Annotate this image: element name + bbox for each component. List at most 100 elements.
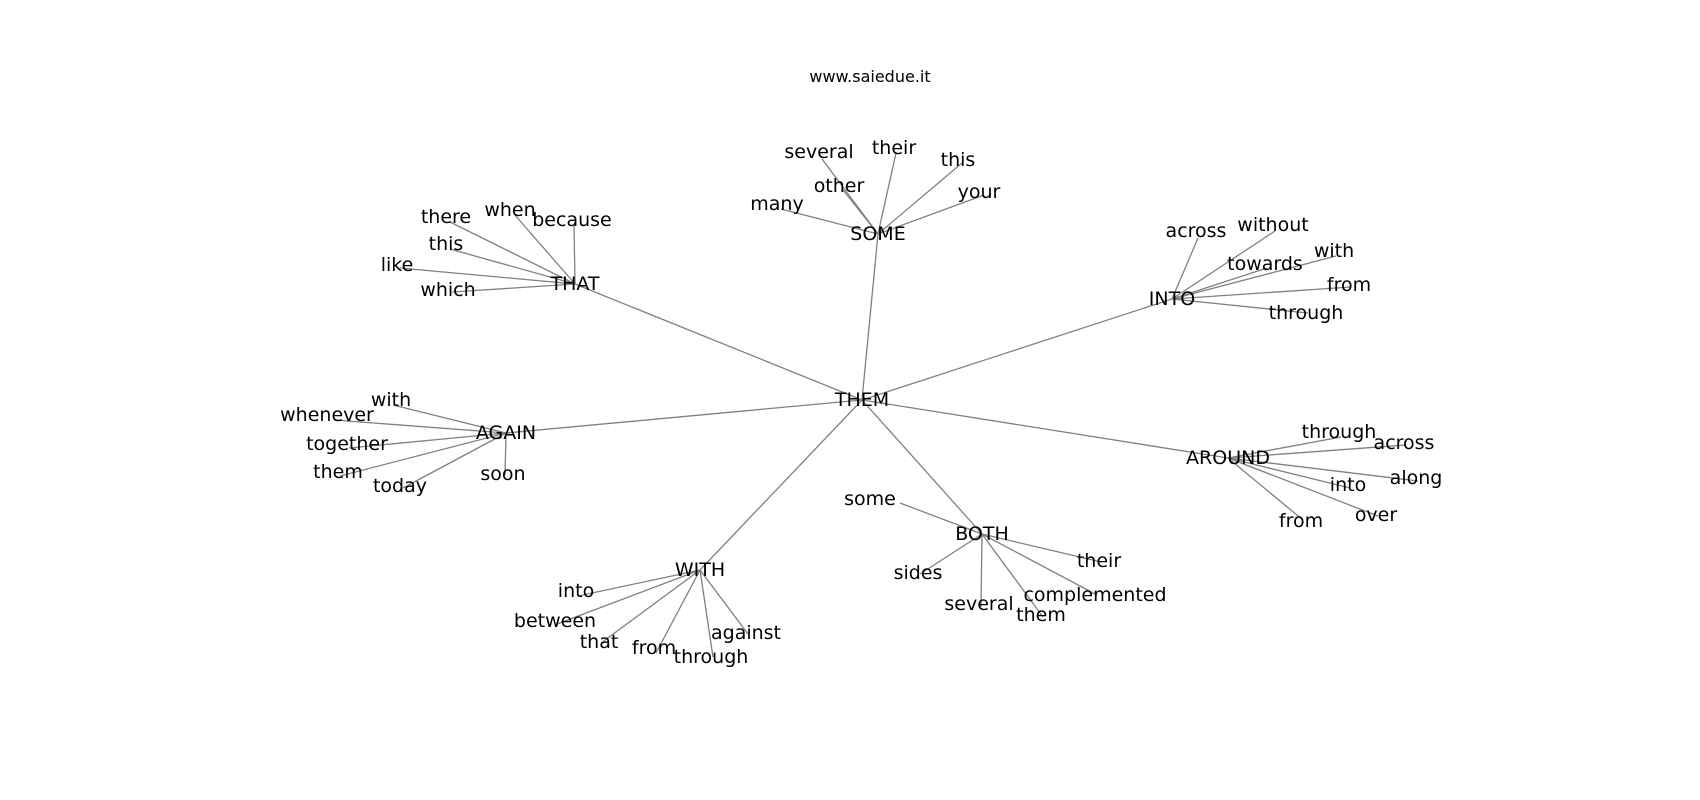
leaf-node: towards	[1227, 253, 1303, 275]
edge-hub-to-leaf	[573, 223, 576, 285]
edge-hub-to-leaf	[1227, 436, 1342, 459]
leaf-node: from	[1327, 274, 1371, 296]
leaf-node: many	[750, 193, 803, 215]
leaf-node: complemented	[1023, 584, 1166, 606]
hub-node: WITH	[675, 559, 725, 581]
leaf-node: which	[420, 279, 475, 301]
edge-hub-to-leaf	[399, 267, 576, 285]
leaf-node: across	[1374, 432, 1435, 454]
leaf-node: through	[1269, 302, 1344, 324]
leaf-node: whenever	[280, 404, 374, 426]
edge-hub-to-leaf	[504, 432, 507, 476]
leaf-node: your	[958, 181, 1001, 203]
leaf-node: this	[429, 233, 464, 255]
leaf-node: some	[844, 488, 896, 510]
edge-hub-to-leaf	[600, 569, 701, 644]
leaf-node: when	[484, 199, 535, 221]
leaf-node: them	[313, 461, 363, 483]
hub-node: BOTH	[955, 523, 1009, 545]
edge-hub-to-leaf	[1227, 444, 1407, 459]
edge-root-to-hub	[505, 399, 863, 434]
edge-hub-to-leaf	[780, 208, 879, 235]
edge-root-to-hub	[574, 283, 863, 401]
edge-hub-to-leaf	[1171, 298, 1309, 314]
edge-hub-to-leaf	[556, 569, 701, 625]
edge-hub-to-leaf	[877, 162, 963, 235]
edge-hub-to-leaf	[842, 189, 879, 235]
leaf-node: without	[1237, 214, 1308, 236]
edge-hub-to-leaf	[877, 152, 897, 235]
leaf-node: along	[1390, 467, 1443, 489]
leaf-node: over	[1355, 504, 1398, 526]
edge-hub-to-leaf	[1227, 457, 1419, 482]
hub-node: THAT	[549, 273, 599, 295]
site-title: www.saiedue.it	[809, 67, 930, 86]
edge-hub-to-leaf	[1227, 457, 1379, 517]
edge-hub-to-leaf	[980, 533, 983, 608]
edge-hub-to-leaf	[449, 248, 576, 285]
root-node: THEM	[834, 389, 889, 411]
labels-layer: THEM SOME several their this other your manyTHA…	[280, 137, 1442, 668]
leaf-node: with	[1314, 240, 1354, 262]
hub-node: AGAIN	[476, 422, 536, 444]
leaf-node: together	[306, 433, 388, 455]
leaf-node: with	[371, 389, 411, 411]
edge-hub-to-leaf	[1227, 457, 1304, 521]
leaf-node: into	[1330, 474, 1366, 496]
leaf-node: that	[580, 631, 619, 653]
edge-hub-to-leaf	[899, 502, 983, 535]
leaf-node: into	[558, 580, 594, 602]
edge-hub-to-leaf	[577, 569, 701, 597]
leaf-node: several	[944, 593, 1013, 615]
leaf-node: soon	[480, 463, 525, 485]
edge-hub-to-leaf	[348, 432, 507, 449]
edge-root-to-hub	[861, 399, 983, 535]
edge-hub-to-leaf	[1171, 267, 1268, 300]
edge-hub-to-leaf	[699, 569, 714, 658]
leaf-node: sides	[894, 562, 943, 584]
hub-node: SOME	[850, 223, 905, 245]
edge-hub-to-leaf	[333, 419, 507, 434]
edge-hub-to-leaf	[339, 432, 507, 477]
leaf-node: them	[1016, 604, 1066, 626]
edge-hub-to-leaf	[449, 221, 576, 285]
edge-hub-to-leaf	[655, 569, 701, 654]
edges-layer	[333, 152, 1419, 658]
edge-hub-to-leaf	[1171, 230, 1276, 300]
leaf-node: against	[711, 622, 781, 644]
edge-hub-to-leaf	[1171, 286, 1352, 300]
edge-hub-to-leaf	[392, 404, 507, 434]
leaf-node: through	[1302, 421, 1377, 443]
leaf-node: today	[373, 475, 427, 497]
leaf-node: their	[1077, 550, 1121, 572]
edge-hub-to-leaf	[1227, 457, 1351, 489]
leaf-node: there	[421, 206, 471, 228]
leaf-node: through	[674, 646, 749, 668]
edge-root-to-hub	[861, 298, 1173, 401]
leaf-node: from	[1279, 510, 1323, 532]
edge-hub-to-leaf	[877, 194, 985, 235]
leaf-node: several	[784, 141, 853, 163]
leaf-node: like	[381, 254, 414, 276]
edge-hub-to-leaf	[981, 533, 1102, 563]
leaf-node: because	[532, 209, 611, 231]
leaf-node: between	[514, 610, 596, 632]
hub-node: INTO	[1149, 288, 1195, 310]
leaf-node: from	[632, 637, 676, 659]
edge-root-to-hub	[699, 399, 863, 571]
leaf-node: their	[872, 137, 916, 159]
edge-hub-to-leaf	[981, 533, 1098, 596]
edge-hub-to-leaf	[451, 283, 576, 293]
edge-root-to-hub	[861, 399, 1229, 459]
hub-node: AROUND	[1186, 447, 1270, 469]
edge-hub-to-leaf	[1171, 237, 1199, 300]
edge-hub-to-leaf	[1171, 255, 1337, 300]
edge-root-to-hub	[861, 233, 879, 401]
leaf-node: other	[814, 175, 865, 197]
edge-hub-to-leaf	[513, 213, 576, 285]
edge-hub-to-leaf	[699, 569, 749, 635]
leaf-node: this	[941, 149, 976, 171]
edge-hub-to-leaf	[402, 432, 507, 489]
